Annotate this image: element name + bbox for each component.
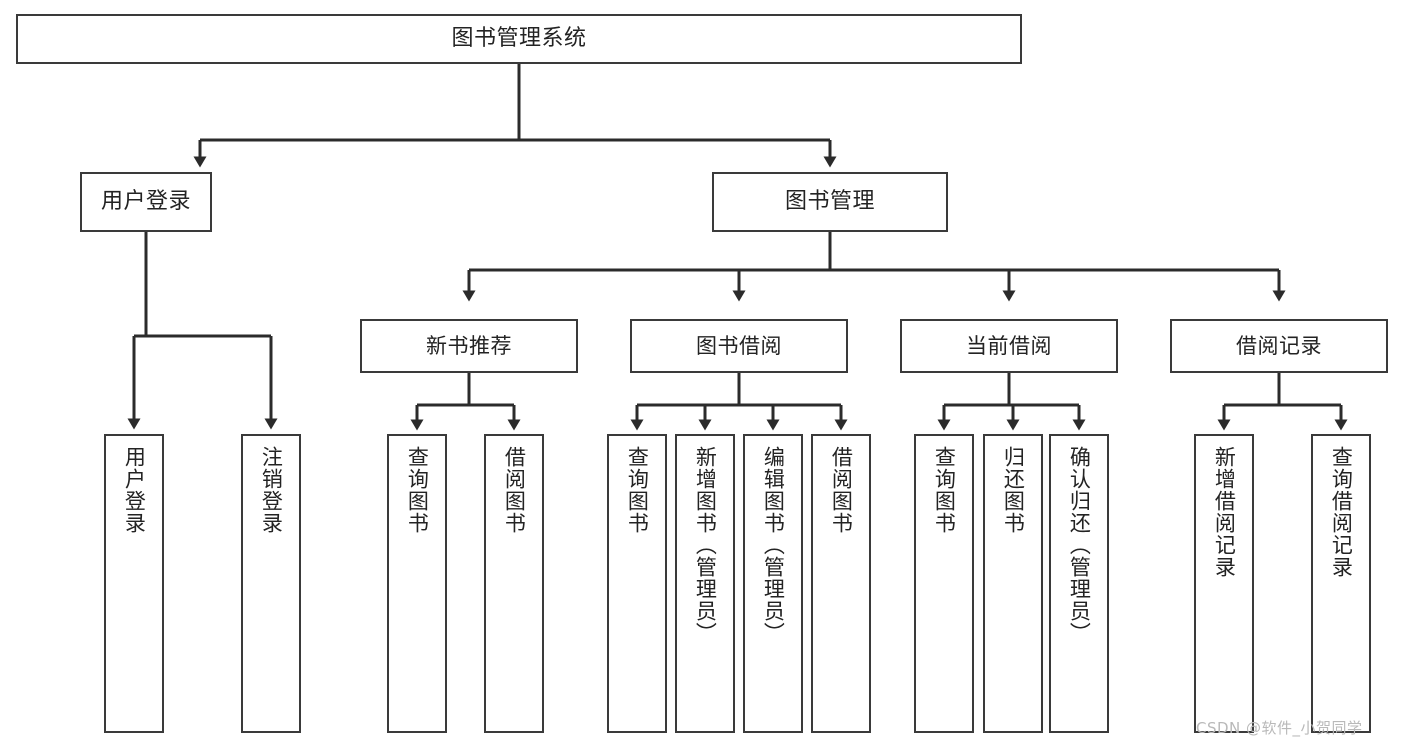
node-label: 借阅图书 xyxy=(829,446,854,534)
leaf-query-book-recommend[interactable]: 查询图书 xyxy=(387,434,447,733)
node-label: 借阅记录 xyxy=(1236,333,1322,358)
leaf-query-book-current[interactable]: 查询图书 xyxy=(914,434,974,733)
node-label: 归还图书 xyxy=(1001,446,1026,534)
leaf-borrow-book-recommend[interactable]: 借阅图书 xyxy=(484,434,544,733)
node-label: 查询借阅记录 xyxy=(1329,446,1354,578)
node-label: 图书管理 xyxy=(784,189,875,215)
node-user-login[interactable]: 用户登录 xyxy=(80,172,212,232)
node-book-borrow[interactable]: 图书借阅 xyxy=(630,319,848,373)
leaf-add-borrow-record[interactable]: 新增借阅记录 xyxy=(1194,434,1254,733)
leaf-query-book-borrow[interactable]: 查询图书 xyxy=(607,434,667,733)
node-label: 用户登录 xyxy=(122,446,147,534)
node-label: 编辑图书（管理员） xyxy=(761,446,786,644)
node-label: 借阅图书 xyxy=(502,446,527,534)
node-book-management[interactable]: 图书管理 xyxy=(712,172,948,232)
node-new-book-recommend[interactable]: 新书推荐 xyxy=(360,319,578,373)
node-label: 新增图书（管理员） xyxy=(693,446,718,644)
node-label: 注销登录 xyxy=(259,446,284,534)
node-label: 新增借阅记录 xyxy=(1212,446,1237,578)
node-label: 查询图书 xyxy=(405,446,430,534)
node-label: 查询图书 xyxy=(932,446,957,534)
leaf-return-book[interactable]: 归还图书 xyxy=(983,434,1043,733)
leaf-borrow-book[interactable]: 借阅图书 xyxy=(811,434,871,733)
node-label: 确认归还（管理员） xyxy=(1067,446,1092,644)
node-label: 查询图书 xyxy=(625,446,650,534)
node-label: 图书借阅 xyxy=(696,333,782,358)
node-label: 用户登录 xyxy=(100,189,191,215)
leaf-add-book-admin[interactable]: 新增图书（管理员） xyxy=(675,434,735,733)
leaf-logout[interactable]: 注销登录 xyxy=(241,434,301,733)
node-borrow-record[interactable]: 借阅记录 xyxy=(1170,319,1388,373)
node-root-book-management-system[interactable]: 图书管理系统 xyxy=(16,14,1022,64)
node-current-borrow[interactable]: 当前借阅 xyxy=(900,319,1118,373)
leaf-query-borrow-record[interactable]: 查询借阅记录 xyxy=(1311,434,1371,733)
csdn-watermark: CSDN @软件_小贺同学 xyxy=(1196,719,1363,737)
leaf-user-login[interactable]: 用户登录 xyxy=(104,434,164,733)
node-label: 新书推荐 xyxy=(426,333,512,358)
node-label: 当前借阅 xyxy=(966,333,1052,358)
leaf-confirm-return-admin[interactable]: 确认归还（管理员） xyxy=(1049,434,1109,733)
leaf-edit-book-admin[interactable]: 编辑图书（管理员） xyxy=(743,434,803,733)
node-label: 图书管理系统 xyxy=(451,26,587,52)
